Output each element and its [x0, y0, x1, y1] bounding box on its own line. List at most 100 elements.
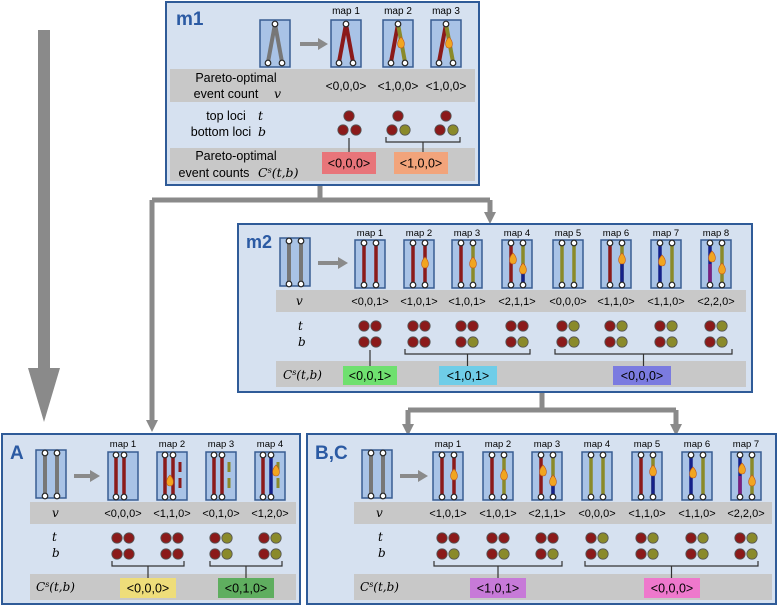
node [387, 59, 395, 67]
node [278, 59, 286, 67]
node [668, 239, 676, 247]
locus-dot [407, 336, 419, 348]
locus-dot [337, 124, 349, 136]
locus-dot [604, 336, 616, 348]
node [379, 492, 387, 500]
group-bracket [554, 349, 733, 366]
label: <1,1,0> [678, 508, 715, 520]
locus-line [389, 23, 400, 63]
node [469, 281, 477, 289]
locus-dot [172, 532, 184, 544]
label: map 5 [634, 439, 660, 450]
locus-dot [685, 532, 697, 544]
m2-v-band [276, 290, 746, 312]
m2-b-var: b [298, 335, 306, 349]
label: map 1 [332, 6, 360, 17]
node [599, 493, 607, 501]
node [649, 493, 657, 501]
node [558, 281, 566, 289]
label: map 2 [159, 439, 185, 450]
node [457, 239, 465, 247]
label: <2,1,1> [498, 296, 535, 308]
locus-dot [685, 548, 697, 560]
label: map 4 [257, 439, 283, 450]
m2-map-tree-4 [501, 239, 533, 289]
label: map 2 [406, 228, 432, 239]
node [699, 493, 707, 501]
node [394, 20, 402, 28]
node [706, 281, 714, 289]
node [259, 451, 267, 459]
node [112, 493, 120, 501]
label: <1,2,0> [251, 508, 288, 520]
event-flame-icon [445, 36, 453, 49]
label: map 6 [684, 439, 710, 450]
locus-dot [270, 532, 282, 544]
event-flame-icon [500, 468, 508, 481]
node [507, 281, 515, 289]
node [161, 451, 169, 459]
label: map 7 [733, 439, 759, 450]
node [120, 451, 128, 459]
label: map 6 [603, 228, 629, 239]
event-flame-icon [658, 254, 666, 267]
m1-bottom-loci-label: bottom loci [191, 125, 251, 139]
node [271, 20, 279, 28]
node [488, 493, 496, 501]
locus-dot [419, 336, 431, 348]
m2-map-tree-8 [700, 239, 732, 289]
locus-dot [498, 548, 510, 560]
locus-dot [654, 320, 666, 332]
locus-line [437, 23, 448, 63]
node [210, 451, 218, 459]
small-arrow-head [338, 257, 348, 269]
locus-dot [734, 532, 746, 544]
event-flame-icon [519, 262, 527, 275]
locus-dot [399, 124, 411, 136]
BC-map-tree-4 [581, 451, 613, 501]
BC-map-tree-6 [681, 451, 713, 501]
m2-map-tree-1 [354, 239, 386, 289]
locus-dot [434, 124, 446, 136]
locus-line [337, 23, 348, 63]
label: map 4 [504, 228, 530, 239]
locus-line [344, 23, 355, 63]
node [285, 237, 293, 245]
event-flame-icon [549, 474, 557, 487]
node [372, 281, 380, 289]
locus-dot [734, 548, 746, 560]
event-count-badge-text: <1,0,0> [400, 157, 442, 171]
locus-dot [123, 532, 135, 544]
small-arrow-head [318, 38, 328, 50]
node [637, 493, 645, 501]
locus-dot [716, 320, 728, 332]
BC-map-tree-7 [730, 451, 762, 501]
node [450, 451, 458, 459]
locus-dot [547, 532, 559, 544]
m2-t-var: t [298, 319, 303, 333]
event-count-badge-text: <1,0,1> [477, 582, 519, 596]
node [409, 239, 417, 247]
locus-dot [111, 548, 123, 560]
label: <1,0,1> [400, 296, 437, 308]
locus-dot [556, 320, 568, 332]
panel-BC-label: B,C [315, 443, 348, 464]
node [367, 492, 375, 500]
locus-dot [647, 548, 659, 560]
m2-map-tree-6 [600, 239, 632, 289]
node [267, 493, 275, 501]
node [372, 239, 380, 247]
locus-dot [597, 548, 609, 560]
node [285, 280, 293, 288]
locus-dot [455, 336, 467, 348]
node [401, 59, 409, 67]
event-flame-icon [748, 474, 756, 487]
node [469, 239, 477, 247]
node [687, 493, 695, 501]
m1-v-label-1: Pareto-optimal [195, 71, 276, 85]
label: <1,1,0> [647, 296, 684, 308]
event-flame-icon [539, 464, 547, 477]
event-count-badge [470, 578, 526, 598]
locus-dot [419, 320, 431, 332]
locus-dot [517, 320, 529, 332]
